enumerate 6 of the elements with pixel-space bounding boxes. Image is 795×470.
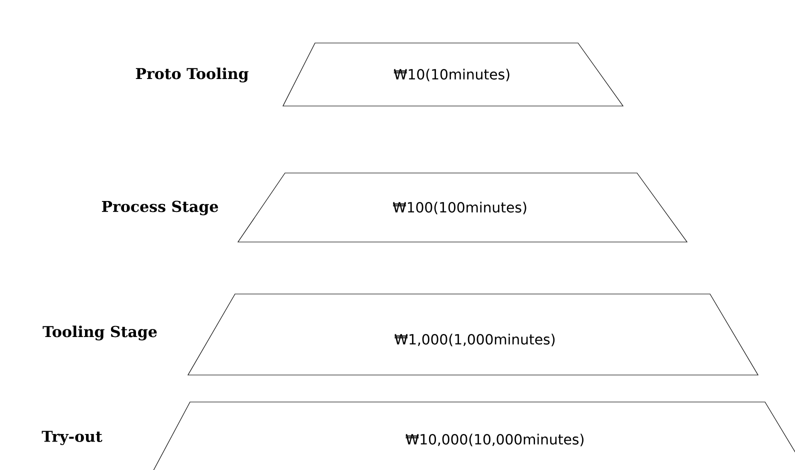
stage-label: Process Stage [102,200,218,216]
trapezoid-box: ₩10,000(10,000minutes) [142,402,795,470]
stage-label: Tooling Stage [42,326,157,340]
stage-label: Proto Tooling [136,68,248,82]
stage-label: Try-out [42,430,102,446]
trapezoid-box: ₩10(10minutes) [282,42,624,106]
